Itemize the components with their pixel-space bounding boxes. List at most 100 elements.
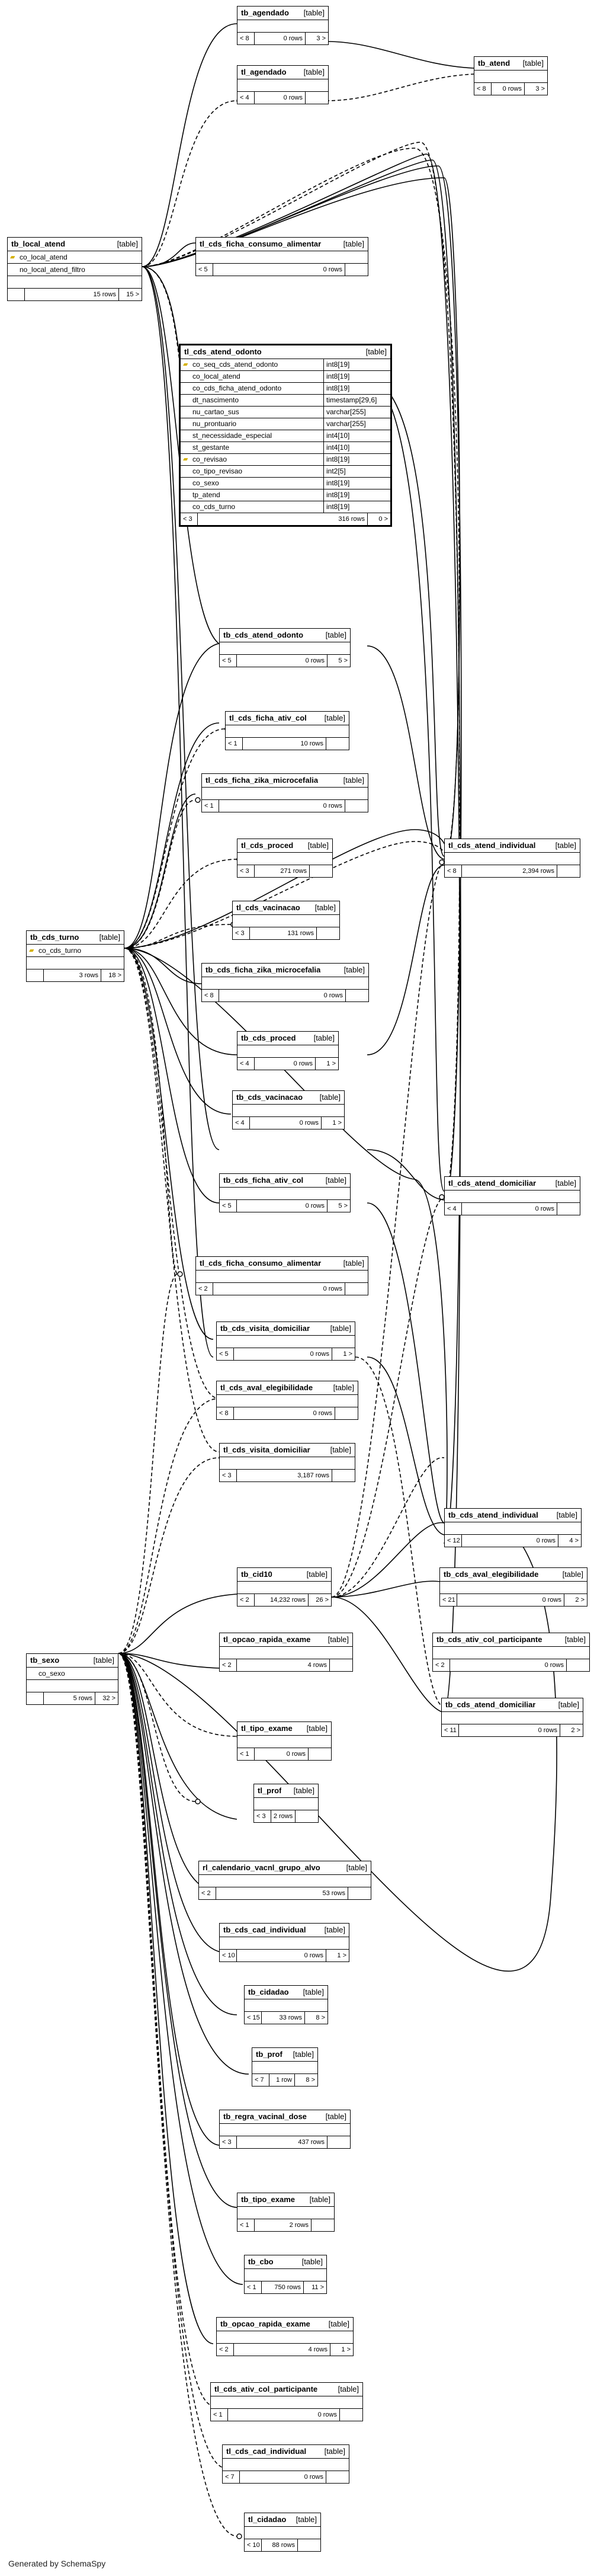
parents-count[interactable]: < 2 [199,1887,216,1899]
parents-count[interactable]: < 1 [245,2281,262,2293]
parents-count[interactable]: < 8 [445,865,462,877]
children-count[interactable] [298,2539,320,2551]
children-count[interactable] [330,1659,352,1671]
parents-count[interactable]: < 2 [217,2344,234,2356]
children-count[interactable]: 0 > [378,516,388,523]
children-count[interactable] [309,1748,331,1760]
parents-count[interactable]: < 21 [440,1594,457,1606]
children-count[interactable] [326,738,349,750]
parents-count[interactable]: < 2 [433,1659,450,1671]
table-tl-cds-ficha-zika-microcefalia[interactable]: tl_cds_ficha_zika_microcefalia[table] < … [201,773,368,812]
parents-count[interactable]: < 3 [237,865,255,877]
parents-count[interactable]: < 4 [233,1117,250,1129]
children-count[interactable] [312,2219,334,2231]
children-count[interactable]: 3 > [535,85,545,92]
children-count[interactable] [306,92,328,104]
children-count[interactable]: 3 > [316,35,326,42]
parents-count[interactable]: < 5 [217,1348,234,1360]
children-count[interactable]: 4 > [569,1537,579,1544]
parents-count[interactable]: < 10 [220,1950,237,1961]
parents-count[interactable]: < 1 [237,2219,255,2231]
children-count[interactable]: 26 > [316,1596,329,1604]
parents-count[interactable]: < 4 [237,1058,255,1070]
children-count[interactable]: 8 > [306,2076,315,2084]
parents-count[interactable]: < 5 [220,655,237,667]
parents-count[interactable]: < 8 [474,83,492,95]
parents-count[interactable]: < 3 [220,2136,237,2148]
children-count[interactable] [310,865,332,877]
parents-count[interactable]: < 2 [237,1594,255,1606]
parents-count[interactable] [27,969,44,981]
parents-count[interactable]: < 7 [252,2074,269,2086]
parents-count[interactable]: < 5 [196,264,213,276]
children-count[interactable] [335,1407,358,1419]
children-count[interactable]: 2 > [571,1727,580,1734]
children-count[interactable] [296,1810,318,1822]
children-count[interactable]: 1 > [326,1060,336,1067]
table-tb-cds-ficha-zika-microcefalia[interactable]: tb_cds_ficha_zika_microcefalia[table] < … [201,963,369,1002]
children-count[interactable]: 32 > [102,1695,115,1702]
parents-count[interactable]: < 1 [226,738,243,750]
children-count[interactable]: 8 > [316,2014,325,2021]
children-count[interactable] [346,990,368,1001]
parents-count[interactable]: < 5 [220,1200,237,1212]
parents-count[interactable]: < 3 [233,927,250,939]
parents-count[interactable]: < 3 [181,513,198,525]
parents-count[interactable]: < 11 [442,1724,459,1736]
children-count[interactable] [557,1203,580,1215]
parents-count[interactable] [27,1692,44,1704]
table-tb-cds-turno[interactable]: tb_cds_turno[table] co_cds_turno 3 rows1… [26,930,124,982]
parents-count[interactable]: < 8 [237,33,255,44]
parents-count[interactable]: < 3 [254,1810,271,1822]
children-count[interactable] [345,1283,368,1295]
parents-count[interactable]: < 1 [237,1748,255,1760]
children-count[interactable]: 2 > [575,1596,585,1604]
parents-count[interactable]: < 4 [237,92,255,104]
parents-count[interactable]: < 8 [202,990,219,1001]
parents-count[interactable]: < 2 [196,1283,213,1295]
table-rl-calendario-vacnl-grupo-alvo[interactable]: rl_calendario_vacnl_grupo_alvo[table] < … [198,1861,371,1900]
children-count[interactable]: 15 > [126,291,139,298]
children-count[interactable] [567,1659,589,1671]
parents-count[interactable]: < 1 [211,2409,228,2421]
parents-count[interactable]: < 4 [445,1203,462,1215]
children-count[interactable]: 5 > [338,1202,348,1209]
table-tl-cds-ficha-consumo-alimentar[interactable]: tl_cds_ficha_consumo_alimentar[table] < … [195,237,368,276]
parents-count[interactable] [8,289,25,300]
children-count[interactable] [345,264,368,276]
table-tl-cds-ficha-consumo-alimentar-mid[interactable]: tl_cds_ficha_consumo_alimentar[table] < … [195,1256,368,1295]
children-count[interactable]: 18 > [108,972,121,979]
parents-count[interactable]: < 12 [445,1535,462,1547]
children-count[interactable] [326,2471,349,2483]
table-tl-cds-atend-odonto[interactable]: tl_cds_atend_odonto[table] co_seq_cds_at… [179,344,392,527]
children-count[interactable]: 5 > [338,657,348,664]
children-count[interactable] [348,1887,371,1899]
